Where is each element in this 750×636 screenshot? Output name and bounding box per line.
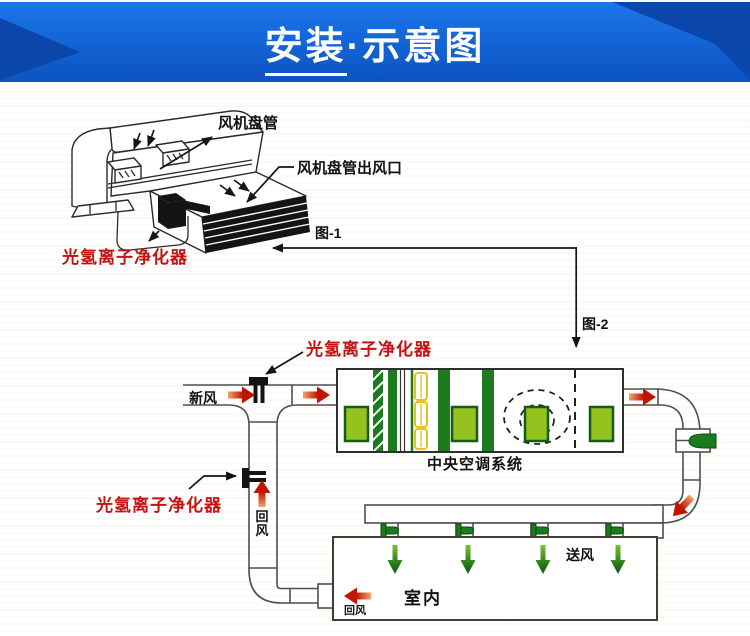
figure-connector-arrows <box>272 243 581 348</box>
fig2-leader-purifier-top <box>265 351 304 375</box>
fig1-label-purifier: 光氢离子净化器 <box>62 248 188 267</box>
fig2-label-supply-air: 送风 <box>566 547 594 563</box>
ahu-internals <box>343 370 615 451</box>
title-underlined-part: 安装 <box>264 25 347 76</box>
ahu-coil-section <box>414 372 428 450</box>
fig2-label-return-room: 回风 <box>344 605 366 617</box>
fig1-label-outlet: 风机盘管出风口 <box>297 160 403 177</box>
fig1-hanging-bracket <box>116 210 189 251</box>
fig2-label-purifier-bottom: 光氢离子净化器 <box>96 496 222 515</box>
fig1-louver-slats <box>202 202 311 246</box>
fig2-leader-purifier-bottom <box>188 471 237 490</box>
fig2-label-purifier-top: 光氢离子净化器 <box>306 340 432 359</box>
ahu-filter-cell-3 <box>588 405 615 443</box>
fig1-base-foot <box>71 199 135 218</box>
fig2-label-ahu: 中央空调系统 <box>427 456 524 473</box>
fig2-label-fresh-air: 新风 <box>189 390 217 406</box>
fig1-airflow-arrows <box>133 129 250 242</box>
fig1-louver-outlet <box>202 196 310 253</box>
fig1-body-front-face <box>110 131 264 197</box>
fig1-caption: 图-1 <box>315 225 342 241</box>
room-box <box>332 536 658 621</box>
fig1-fan-motor-2 <box>155 140 190 167</box>
fig1-purifier-device <box>158 193 210 229</box>
return-duct-flange <box>317 583 334 609</box>
fig1-label-fan-coil: 风机盘管 <box>218 115 279 132</box>
title-rest: 示意图 <box>362 25 486 68</box>
page-title: 安装·示意图 <box>264 15 486 76</box>
header-banner: 安装·示意图 <box>0 2 750 82</box>
fig1-leader-outlet <box>246 166 294 203</box>
fig2-label-room: 室内 <box>404 589 442 608</box>
fig2-caption: 图-2 <box>582 316 609 332</box>
supply-header-duct <box>364 504 664 524</box>
ahu-filter-cell-1 <box>343 405 370 443</box>
figure2-system-schematic <box>183 351 717 621</box>
fig1-fan-motor-1 <box>107 157 142 184</box>
fig2-label-return-riser: 回风 <box>255 509 269 539</box>
purifier-device-return-air <box>242 468 266 488</box>
ahu-fan-section <box>503 389 571 445</box>
ahu-filter-cell-2 <box>450 405 479 443</box>
fig1-body-end-cap <box>71 127 113 209</box>
fig1-base-foot-lines <box>89 202 117 214</box>
figure1-fan-coil-drawing <box>71 110 311 254</box>
fig1-leader-fan-coil <box>159 136 213 170</box>
duct-inline-device <box>675 428 717 453</box>
purifier-device-fresh-air <box>249 377 268 403</box>
banner-left-triangle-decoration <box>0 18 80 80</box>
title-dot: · <box>346 25 363 68</box>
ahu-box <box>336 368 624 453</box>
